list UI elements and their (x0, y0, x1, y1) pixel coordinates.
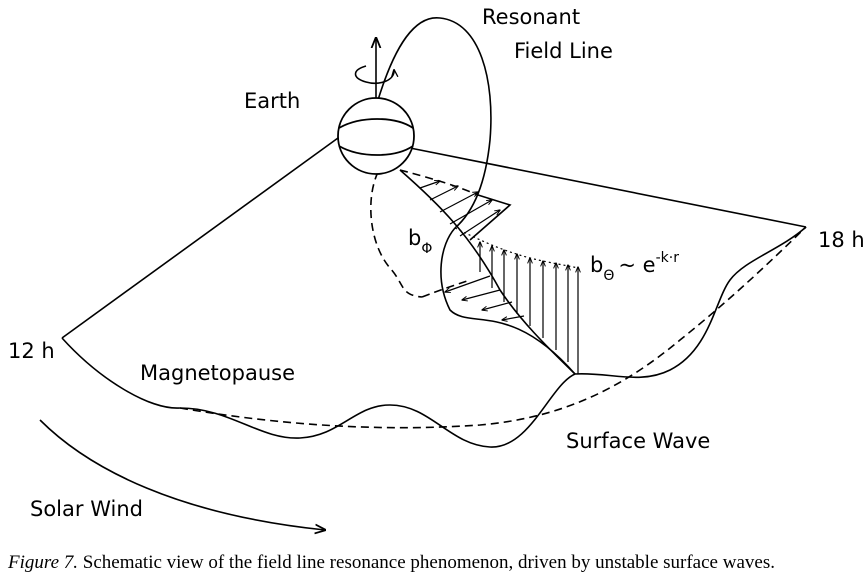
earth-band-bottom (338, 145, 414, 156)
hour-18-label: 18 h (818, 228, 865, 252)
plane-edge-dawn (61, 137, 339, 339)
hour-12-label: 12 h (8, 339, 55, 363)
earth-circle (337, 97, 415, 175)
b-phi-dashed-top (399, 169, 479, 196)
b-theta-arrows (454, 227, 578, 374)
field-line-lower (440, 227, 576, 375)
b-phi-arrow (429, 186, 458, 201)
plane-edge-front (61, 337, 181, 409)
resonant-field-line (370, 17, 576, 375)
solar-wind-label: Solar Wind (30, 497, 143, 521)
b-phi-arrow (502, 315, 525, 320)
b-phi-label: bΦ (408, 226, 432, 257)
earth-globe (337, 97, 415, 175)
b-phi-arrows (419, 181, 525, 320)
caption-text: Schematic view of the field line resonan… (78, 552, 775, 573)
b-theta-label: bΘ~ e-k·r (590, 250, 679, 284)
b-phi-dashed-bottom (421, 279, 471, 298)
b-phi-arrow (482, 301, 513, 310)
b-phi-arrow (459, 210, 500, 237)
magnetopause-surface-wave (179, 226, 807, 448)
plane-edge-dusk (409, 147, 807, 228)
b-phi-baseline (399, 169, 576, 375)
earth-band-top (338, 118, 414, 129)
figure-number: Figure 7. (8, 552, 79, 573)
b-phi-arrow (445, 275, 491, 292)
figure-caption: Figure 7. Schematic view of the field li… (8, 552, 868, 574)
surface-wave-label: Surface Wave (566, 429, 710, 453)
equatorial-plane (61, 137, 807, 409)
magnetopause-label: Magnetopause (140, 361, 295, 385)
field-line-dashed (370, 171, 423, 298)
b-phi-zigzag (469, 194, 512, 241)
b-phi-arrow (439, 192, 478, 213)
field-line-resonance-diagram: Resonant Field Line Earth bΦ bΘ~ e-k·r 1… (8, 5, 865, 550)
resonant-label: Resonant (482, 5, 580, 29)
b-phi-arrow (419, 181, 440, 189)
b-phi-envelope (399, 169, 576, 375)
earth-rotation (354, 38, 395, 98)
b-phi-arrow (449, 200, 492, 225)
magnetopause-dashed (179, 226, 807, 429)
solar-wind-arrow (39, 419, 325, 530)
earth-label: Earth (244, 89, 300, 113)
b-phi-arrow (462, 289, 501, 300)
rotation-circle-icon (354, 65, 395, 85)
field-line-label: Field Line (514, 39, 613, 63)
